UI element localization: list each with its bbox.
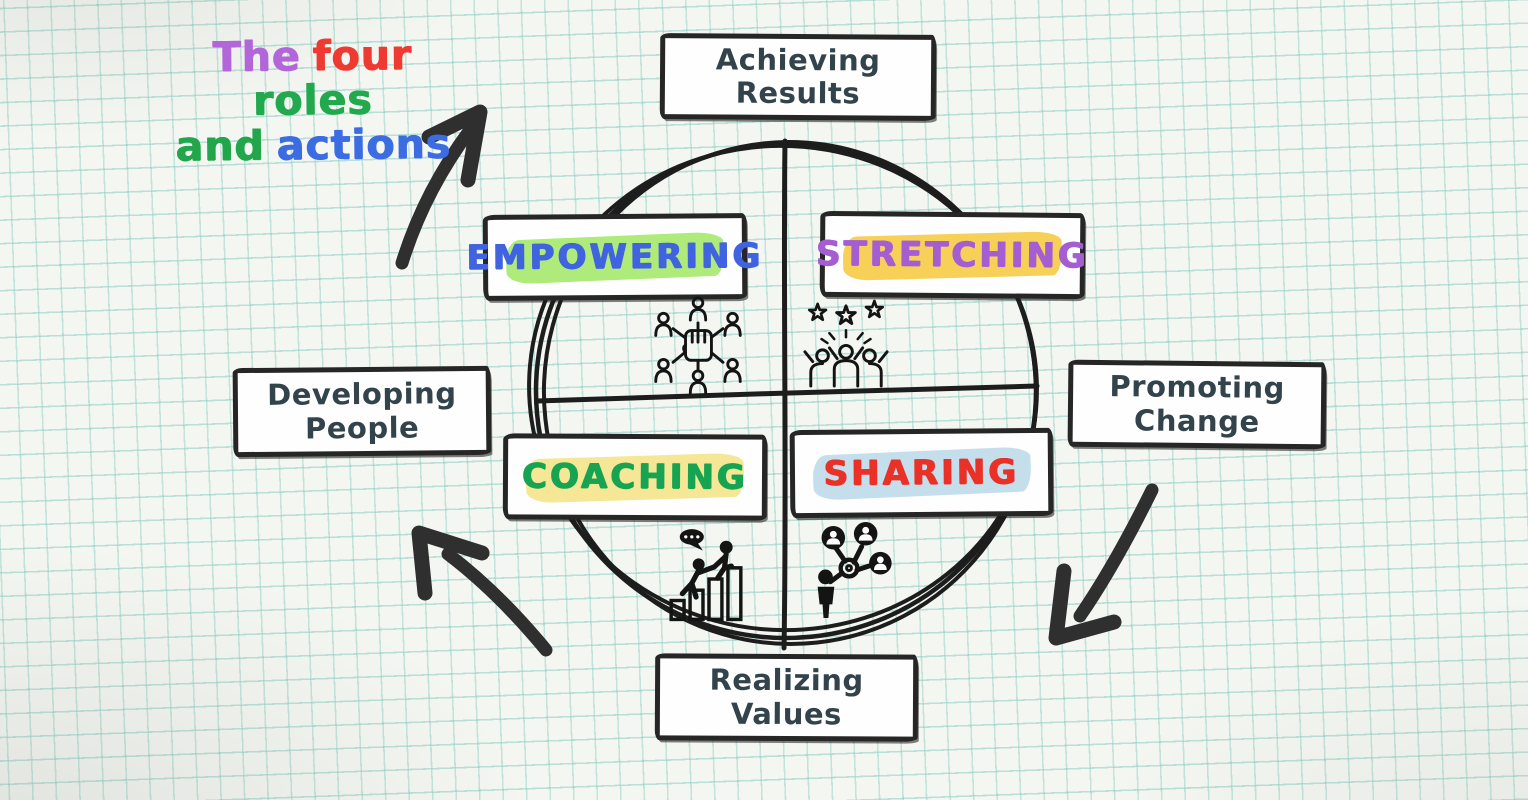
circle-strokes [527, 138, 1040, 651]
arrow-down-left [1048, 483, 1159, 646]
title-word: The [212, 32, 302, 82]
sharing-person-silhouette [817, 569, 835, 619]
role-label: Achieving Results [715, 42, 881, 111]
avatar-circle [821, 522, 892, 575]
title-word: four [312, 30, 413, 80]
title-word: and [175, 121, 266, 170]
sharing-network-icon [817, 522, 892, 619]
star-icon [807, 299, 885, 325]
arrow-up-right [395, 104, 488, 270]
team-person-icon [803, 343, 889, 388]
action-box-coaching: COACHING [502, 433, 768, 521]
share-hub [838, 557, 860, 579]
role-label: Developing People [267, 376, 457, 445]
team-stars-icon [803, 299, 889, 388]
vertical-divider-line [781, 138, 788, 651]
horizontal-divider-line [534, 383, 1040, 404]
role-box-realizing-values: Realizing Values [654, 653, 919, 742]
action-box-stretching: STRETCHING [816, 210, 1089, 300]
speech-bubble-icon [679, 529, 704, 551]
action-label: STRETCHING [815, 233, 1090, 277]
action-label: SHARING [823, 452, 1020, 494]
climber-person [679, 558, 717, 600]
celebration-dashes [820, 329, 872, 345]
role-box-achieving-results: Achieving Results [659, 33, 937, 121]
title-word: actions [276, 119, 452, 169]
title-word: roles [252, 75, 374, 125]
action-label: EMPOWERING [466, 235, 764, 279]
coach-person [711, 540, 734, 581]
role-box-promoting-change: Promoting Change [1067, 359, 1327, 450]
action-label: COACHING [522, 456, 748, 498]
role-label: Realizing Values [709, 662, 864, 731]
action-box-empowering: EMPOWERING [466, 213, 764, 301]
coaching-growth-icon [669, 529, 743, 622]
fist-network-icon [654, 296, 742, 394]
role-box-developing-people: Developing People [232, 365, 492, 458]
role-label: Promoting Change [1109, 369, 1286, 439]
action-box-sharing: SHARING [789, 427, 1054, 519]
fist-icon [682, 329, 713, 362]
arrow-up-left [411, 525, 553, 657]
network-person-icon [654, 296, 742, 394]
